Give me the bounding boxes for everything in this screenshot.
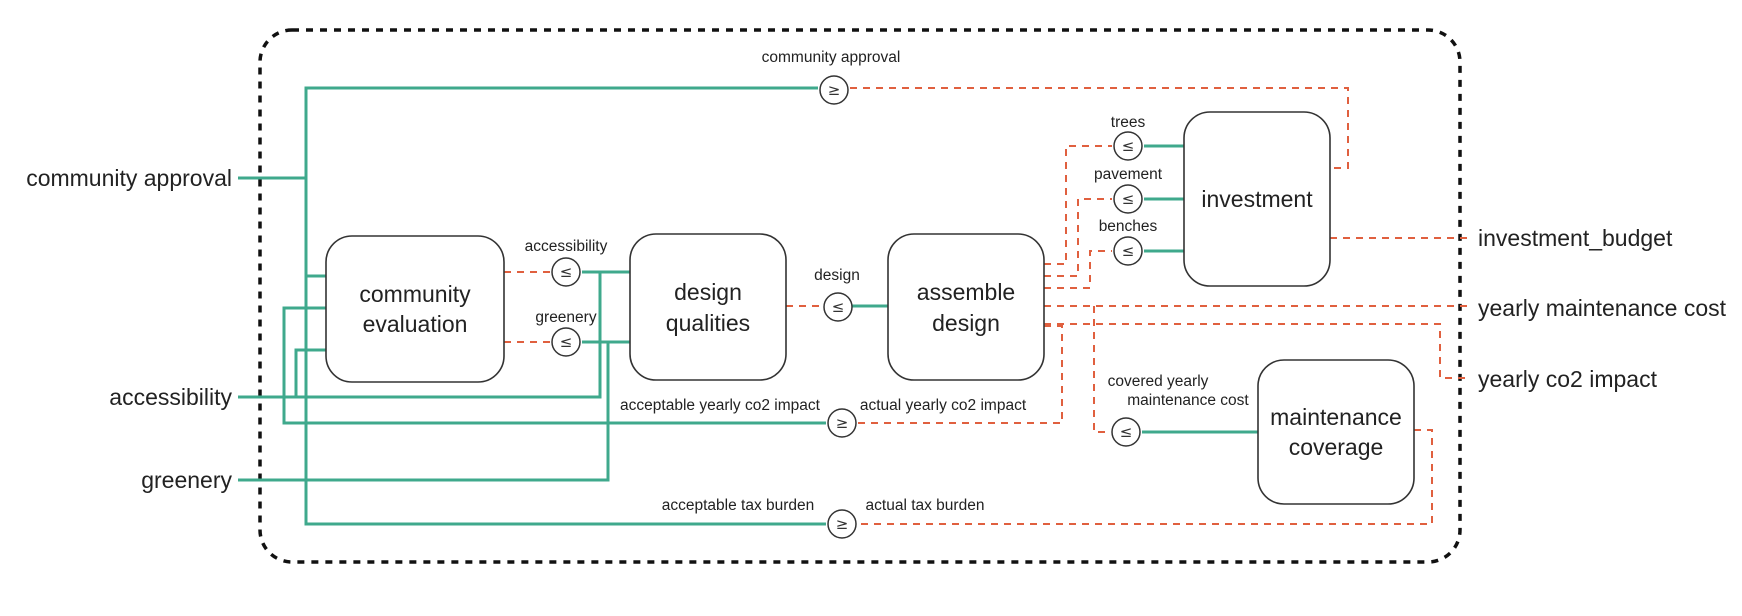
- leq-symbol: ≤: [560, 263, 573, 281]
- req-co2: [1044, 323, 1470, 379]
- req-community-approval: [850, 87, 1349, 169]
- box-line: community: [359, 281, 471, 307]
- label-maintenance-cost: maintenance cost: [1127, 392, 1249, 409]
- box-line: qualities: [666, 310, 750, 336]
- comparator-covered-cost: ≤: [1111, 417, 1141, 447]
- community-evaluation-box: community evaluation: [325, 235, 505, 383]
- geq-symbol: ≥: [836, 414, 849, 432]
- leq-symbol: ≤: [1122, 242, 1135, 260]
- leq-symbol: ≤: [1122, 190, 1135, 208]
- wire-eval-inner: [294, 348, 326, 397]
- comparator-greenery: ≤: [551, 327, 581, 357]
- box-line: evaluation: [363, 311, 468, 337]
- comparator-design: ≤: [823, 292, 853, 322]
- system-boundary: [258, 28, 1462, 564]
- req-trees: [1044, 145, 1112, 265]
- label-benches: benches: [1099, 218, 1158, 235]
- label-community-approval: community approval: [762, 49, 901, 66]
- comparator-benches: ≤: [1113, 236, 1143, 266]
- comparator-community-approval: ≥: [819, 75, 849, 105]
- label-actual-tax: actual tax burden: [866, 497, 985, 514]
- external-accessibility: accessibility: [109, 384, 232, 410]
- leq-symbol: ≤: [560, 333, 573, 351]
- label-acceptable-tax: acceptable tax burden: [662, 497, 815, 514]
- wire-accessibility: [240, 270, 630, 399]
- external-greenery: greenery: [141, 467, 232, 493]
- req-benches: [1044, 250, 1112, 289]
- label-actual-co2: actual yearly co2 impact: [860, 397, 1027, 414]
- external-yearly-maintenance-cost: yearly maintenance cost: [1478, 295, 1727, 321]
- label-pavement: pavement: [1094, 166, 1163, 183]
- label-greenery: greenery: [535, 309, 596, 326]
- maintenance-coverage-box: maintenance coverage: [1257, 359, 1415, 505]
- leq-symbol: ≤: [832, 298, 845, 316]
- req-pavement: [1044, 198, 1112, 277]
- req-actual-tax: [858, 429, 1433, 525]
- leq-symbol: ≤: [1120, 423, 1133, 441]
- box-line: design: [932, 310, 1000, 336]
- req-actual-co2: [858, 325, 1063, 424]
- external-yearly-co2-impact: yearly co2 impact: [1478, 366, 1658, 392]
- comparator-accessibility: ≤: [551, 257, 581, 287]
- comparator-tax: ≥: [827, 509, 857, 539]
- label-design: design: [814, 267, 860, 284]
- box-line: investment: [1201, 186, 1313, 212]
- box-line: maintenance: [1270, 404, 1402, 430]
- wire-greenery: [240, 340, 630, 482]
- geq-symbol: ≥: [828, 81, 841, 99]
- comparator-co2: ≥: [827, 408, 857, 438]
- wire-tax: [304, 276, 826, 526]
- label-covered-yearly: covered yearly: [1108, 373, 1209, 390]
- external-community-approval: community approval: [26, 165, 232, 191]
- box-line: coverage: [1289, 434, 1384, 460]
- comparator-pavement: ≤: [1113, 184, 1143, 214]
- box-line: assemble: [917, 279, 1015, 305]
- label-trees: trees: [1111, 114, 1146, 131]
- label-acceptable-co2: acceptable yearly co2 impact: [620, 397, 821, 414]
- comparator-trees: ≤: [1113, 131, 1143, 161]
- leq-symbol: ≤: [1122, 137, 1135, 155]
- label-accessibility: accessibility: [525, 238, 608, 255]
- box-line: design: [674, 279, 742, 305]
- external-investment-budget: investment_budget: [1478, 225, 1673, 251]
- req-covered: [1093, 306, 1110, 433]
- assemble-design-box: assemble design: [887, 233, 1045, 381]
- investment-box: investment: [1183, 111, 1331, 287]
- geq-symbol: ≥: [836, 515, 849, 533]
- design-qualities-box: design qualities: [629, 233, 787, 381]
